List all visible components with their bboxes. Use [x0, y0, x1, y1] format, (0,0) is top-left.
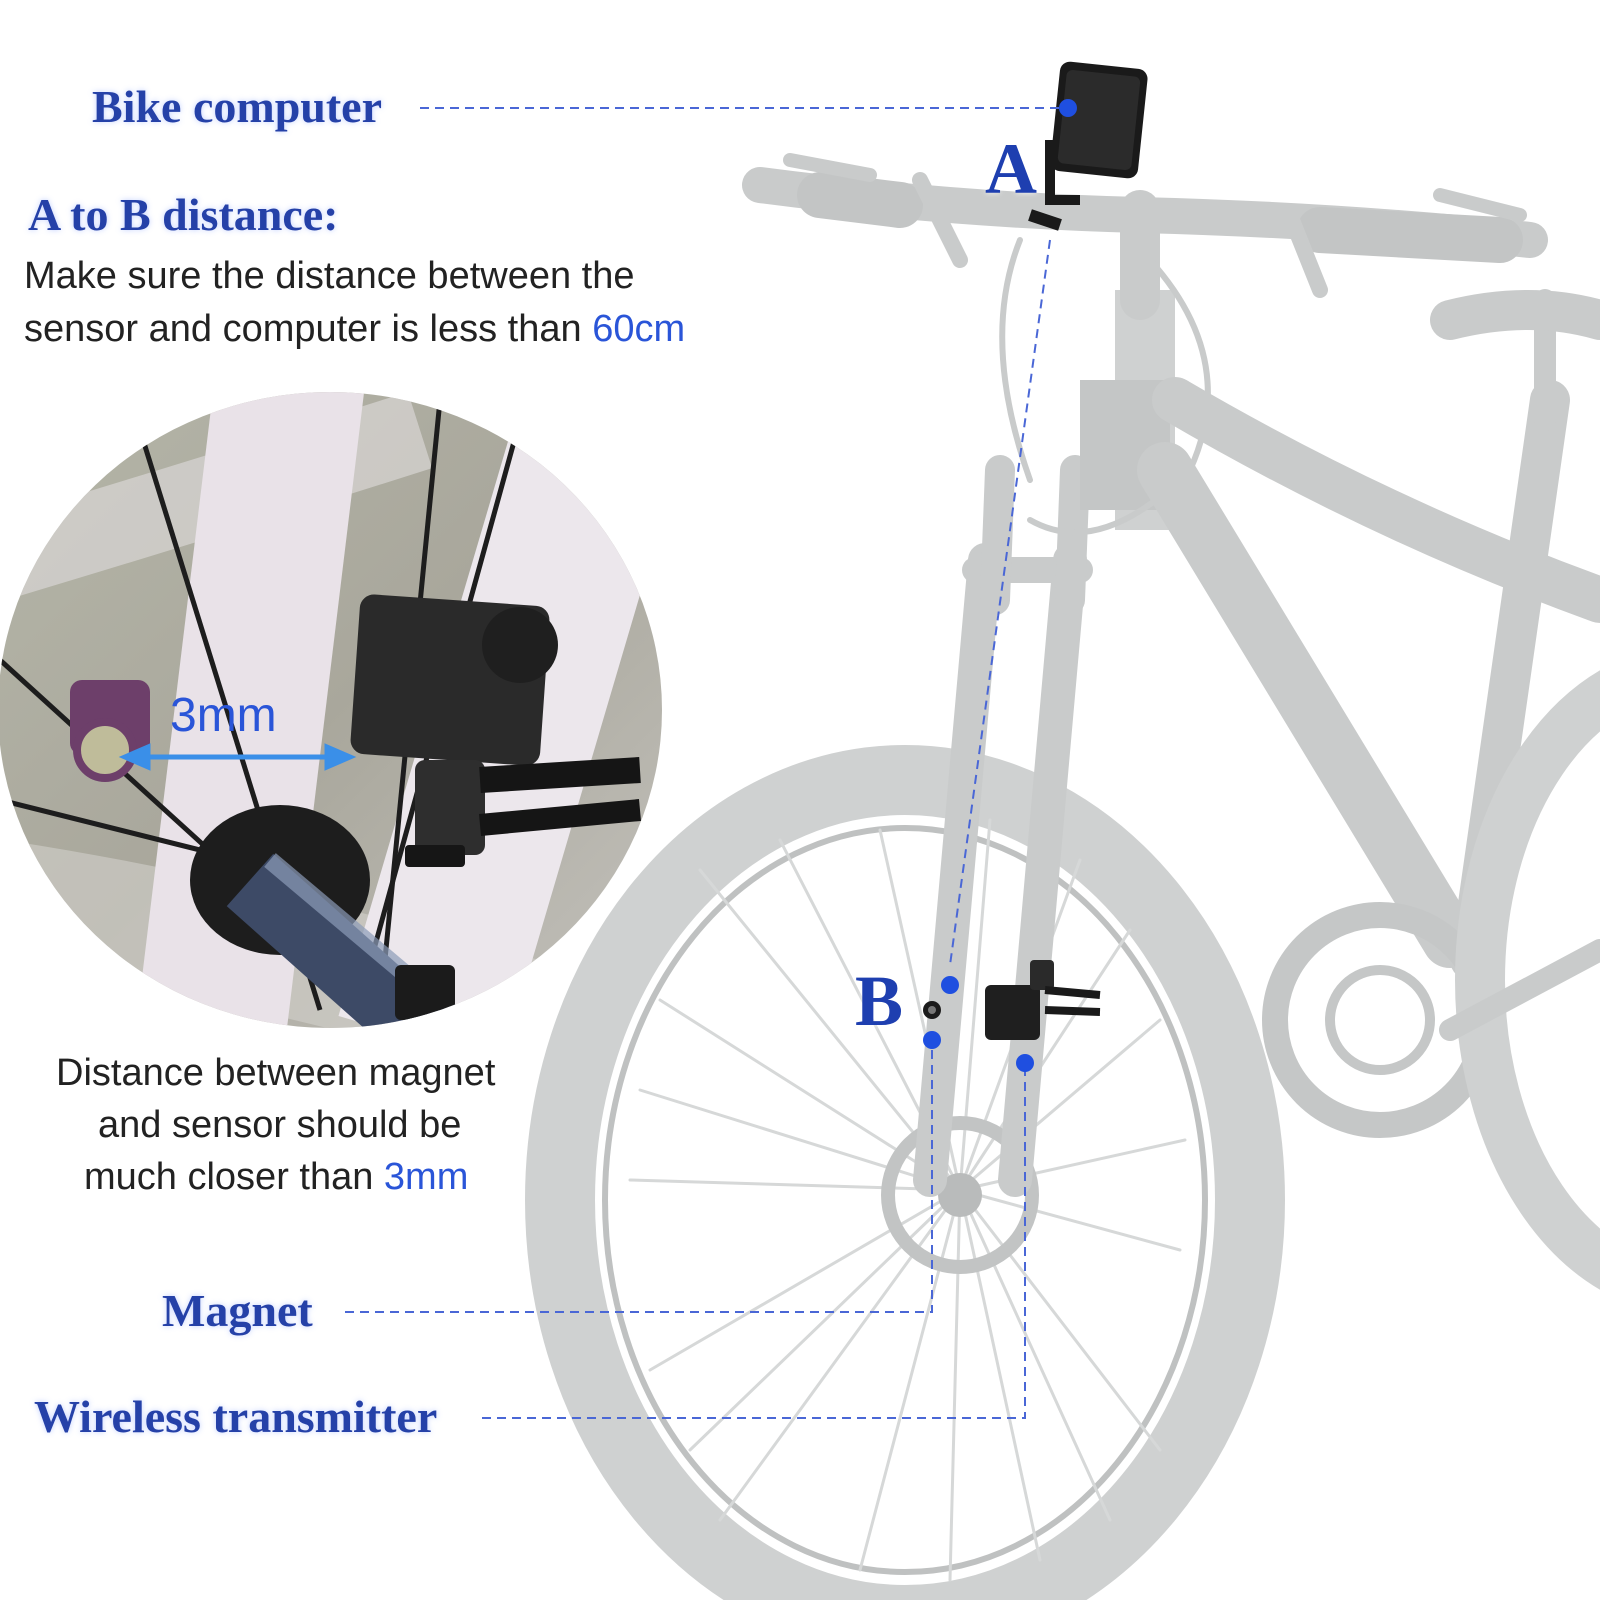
inset-gap-label: 3mm: [170, 689, 277, 742]
disc-brake: [881, 1116, 1039, 1274]
a-to-b-distance-value: 60cm: [592, 308, 686, 350]
inset-sensor: [350, 594, 642, 867]
label-a-to-b-title: A to B distance:: [28, 189, 339, 240]
leader-lines: [345, 107, 1068, 1419]
front-spokes: [628, 818, 1187, 1582]
inset-magnet: [70, 680, 150, 782]
a-to-b-line-2: sensor and computer is less than 60cm: [24, 308, 685, 351]
marker-dots: [923, 99, 1077, 1072]
dot-transmitter: [1016, 1054, 1034, 1072]
leader-a-to-b: [949, 239, 1051, 966]
front-tire: [525, 745, 1285, 1600]
magnet-note-line-3: much closer than 3mm: [84, 1156, 468, 1199]
leader-magnet: [345, 1045, 933, 1313]
rear-tire: [1455, 670, 1600, 1290]
a-to-b-line-2-text: sensor and computer is less than: [24, 308, 593, 350]
dot-bike-computer: [1059, 99, 1077, 117]
bike-computer-device: [1028, 61, 1148, 231]
fork-sensor-device: [985, 960, 1101, 1040]
label-magnet: Magnet: [162, 1285, 313, 1336]
spoke-magnet: [923, 1001, 941, 1019]
magnet-note-line-1: Distance between magnet: [56, 1052, 496, 1094]
bicycle-drawing: [525, 153, 1600, 1600]
magnet-note-line-3-text: much closer than: [84, 1156, 384, 1198]
leader-transmitter: [482, 1063, 1026, 1419]
magnet-note-line-2: and sensor should be: [98, 1104, 462, 1146]
closeup-inset: [0, 392, 662, 1028]
label-wireless-transmitter: Wireless transmitter: [34, 1391, 438, 1442]
point-b-label: B: [855, 961, 904, 1041]
magnet-note-value: 3mm: [383, 1156, 469, 1198]
a-to-b-line-1: Make sure the distance between the: [24, 255, 635, 297]
gap-arrow: [118, 743, 357, 771]
dot-magnet: [923, 1031, 941, 1049]
label-bike-computer: Bike computer: [92, 81, 383, 132]
dot-point-b: [941, 976, 959, 994]
point-a-label: A: [985, 129, 1037, 209]
